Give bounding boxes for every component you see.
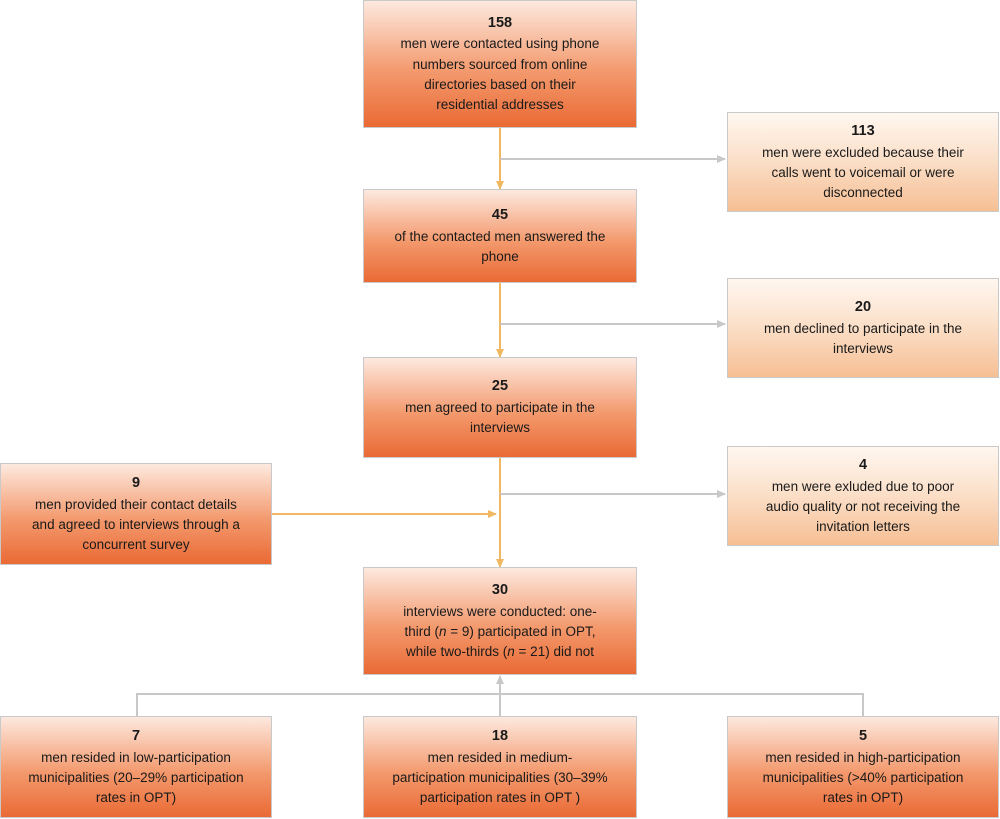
box-contacted-number: 158 <box>487 14 513 31</box>
box-agreed-number: 25 <box>491 378 509 395</box>
box-survey: 9 men provided their contact details and… <box>0 463 272 565</box>
box-agreed-text: men agreed to participate in the intervi… <box>405 400 595 436</box>
box-declined: 20 men declined to participate in the in… <box>727 278 999 378</box>
box-conducted: 30 interviews were conducted: one- third… <box>363 567 637 675</box>
box-contacted: 158 men were contacted using phone numbe… <box>363 0 637 128</box>
box-conducted-line3: while two-thirds (n = 21) did not <box>406 642 594 662</box>
box-conducted-line2: third (n = 9) participated in OPT, <box>405 622 596 642</box>
box-medium-number: 18 <box>491 727 509 744</box>
box-conducted-n2: n <box>507 644 515 659</box>
box-low-text: men resided in low-participation municip… <box>28 749 244 806</box>
box-conducted-line1: interviews were conducted: one- <box>403 603 597 619</box>
box-medium-text: men resided in medium- participation mun… <box>392 749 608 806</box>
box-conducted-line2-post: = 9) participated in OPT, <box>446 623 596 639</box>
box-low-participation: 7 men resided in low-participation munic… <box>0 716 272 818</box>
box-declined-text: men declined to participate in the inter… <box>763 320 963 356</box>
box-excluded-audio-text: men were exluded due to poor audio quali… <box>765 478 961 535</box>
box-survey-number: 9 <box>131 474 141 491</box>
box-high-text: men resided in high-participation munici… <box>762 749 964 806</box>
box-answered: 45 of the contacted men answered the pho… <box>363 189 637 283</box>
box-answered-text: of the contacted men answered the phone <box>394 228 606 264</box>
box-medium-participation: 18 men resided in medium- participation … <box>363 716 637 818</box>
box-excluded-voicemail-text: men were excluded because their calls we… <box>762 144 964 201</box>
box-excluded-audio: 4 men were exluded due to poor audio qua… <box>727 446 999 546</box>
box-declined-number: 20 <box>854 298 872 315</box>
box-agreed: 25 men agreed to participate in the inte… <box>363 357 637 458</box>
box-conducted-line3-post: = 21) did not <box>514 644 594 659</box>
box-excluded-voicemail: 113 men were excluded because their call… <box>727 112 999 212</box>
box-contacted-text: men were contacted using phone numbers s… <box>400 36 600 113</box>
box-conducted-number: 30 <box>491 581 509 598</box>
box-excluded-voicemail-number: 113 <box>851 122 875 139</box>
box-conducted-line2-pre: third ( <box>404 623 440 639</box>
box-high-number: 5 <box>858 727 868 744</box>
box-conducted-n1: n <box>439 623 447 639</box>
box-answered-number: 45 <box>491 206 509 223</box>
box-low-number: 7 <box>131 727 141 744</box>
box-excluded-audio-number: 4 <box>858 456 868 473</box>
box-high-participation: 5 men resided in high-participation muni… <box>727 716 999 818</box>
box-survey-text: men provided their contact details and a… <box>32 496 240 553</box>
box-conducted-line3-pre: while two-thirds ( <box>406 644 508 659</box>
